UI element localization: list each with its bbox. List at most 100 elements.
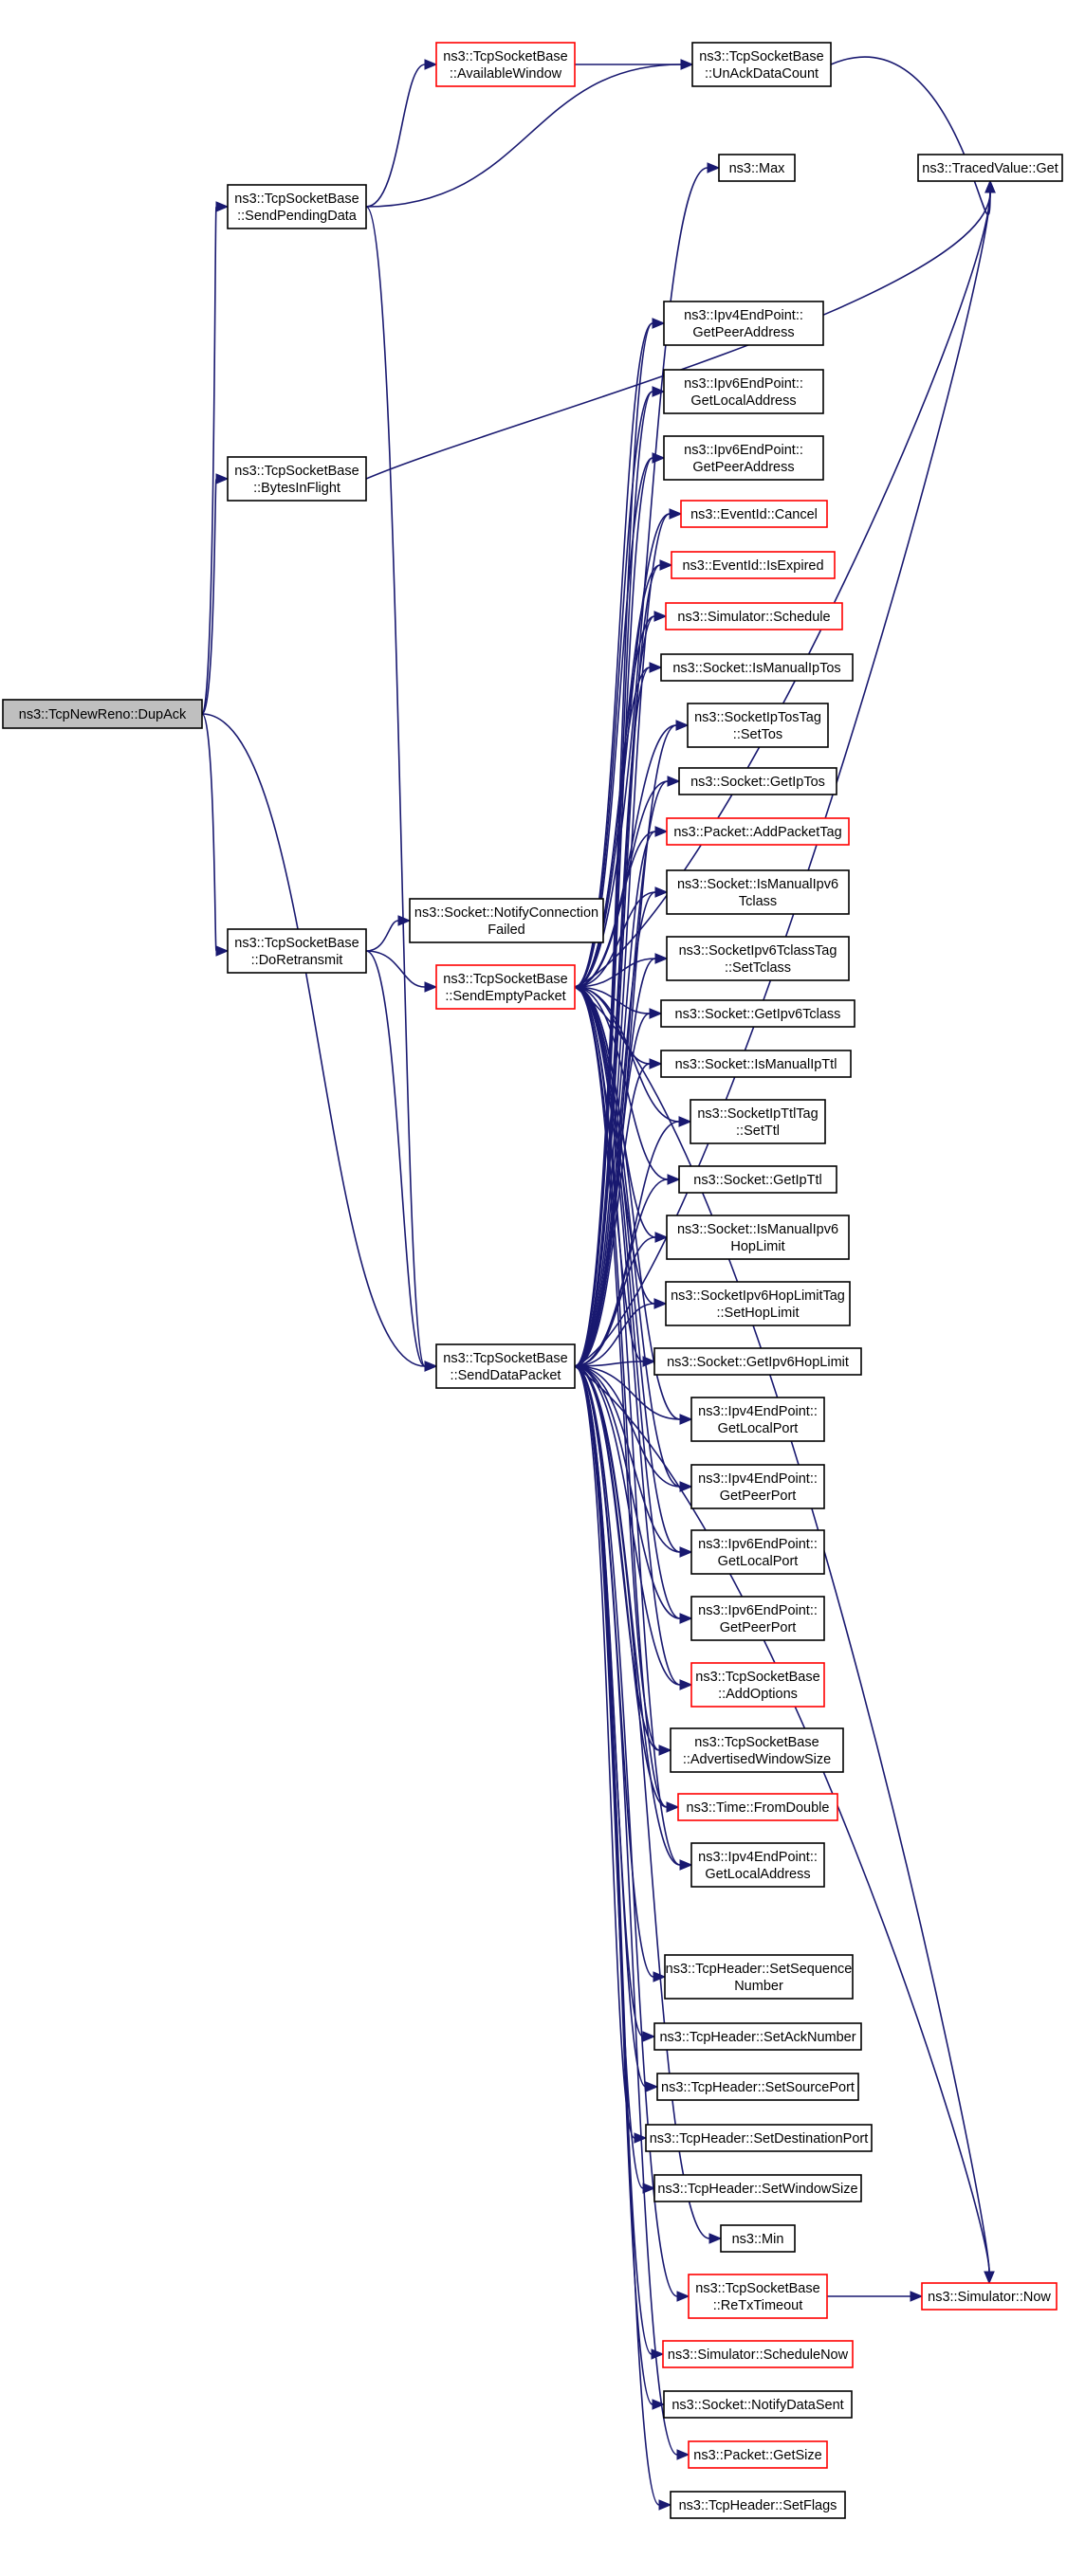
node-availwin[interactable]: ns3::TcpSocketBase::AvailableWindow	[435, 42, 576, 87]
edge-arrowhead	[654, 953, 669, 964]
node-box	[690, 1662, 825, 1708]
node-isexpired[interactable]: ns3::EventId::IsExpired	[671, 551, 836, 579]
node-schedule[interactable]: ns3::Simulator::Schedule	[665, 602, 843, 630]
node-doretransmit[interactable]: ns3::TcpSocketBase::DoRetransmit	[227, 928, 367, 974]
node-dupack[interactable]: ns3::TcpNewReno::DupAck	[2, 699, 203, 729]
node-sendpending[interactable]: ns3::TcpSocketBase::SendPendingData	[227, 184, 367, 229]
node-setflags[interactable]: ns3::TcpHeader::SetFlags	[670, 2491, 846, 2519]
edge-arrowhead	[424, 981, 438, 993]
node-getipttl[interactable]: ns3::Socket::GetIpTtl	[678, 1165, 837, 1194]
node-label: ::SendDataPacket	[451, 1368, 561, 1383]
node-label: ns3::Min	[732, 2232, 784, 2247]
node-getipv6tclass[interactable]: ns3::Socket::GetIpv6Tclass	[660, 999, 855, 1028]
edge-line	[365, 920, 399, 952]
node-ismanualiptos[interactable]: ns3::Socket::IsManualIpTos	[660, 653, 854, 682]
node-addoptions[interactable]: ns3::TcpSocketBase::AddOptions	[690, 1662, 825, 1708]
node-box	[671, 551, 836, 579]
node-notifydatasent[interactable]: ns3::Socket::NotifyDataSent	[663, 2390, 853, 2419]
node-box	[670, 1727, 844, 1773]
edge-senddatapacket-getipv6tclass	[574, 1008, 663, 1367]
node-bytesinflight[interactable]: ns3::TcpSocketBase::BytesInFlight	[227, 456, 367, 502]
node-max[interactable]: ns3::Max	[718, 154, 796, 182]
node-min[interactable]: ns3::Min	[720, 2224, 796, 2253]
node-ipv6localport[interactable]: ns3::Ipv6EndPoint::GetLocalPort	[690, 1529, 825, 1575]
edge-line	[574, 1365, 990, 2273]
edge-line	[574, 322, 653, 988]
edge-line	[574, 1365, 644, 2189]
node-ipv6peer[interactable]: ns3::Ipv6EndPoint::GetPeerAddress	[663, 435, 824, 481]
node-ipttltag[interactable]: ns3::SocketIpTtlTag::SetTtl	[690, 1099, 826, 1144]
edge-arrowhead	[678, 1116, 692, 1127]
node-label: ns3::TcpNewReno::DupAck	[19, 707, 187, 722]
node-ipv6hoptag[interactable]: ns3::SocketIpv6HopLimitTag::SetHopLimit	[665, 1281, 851, 1326]
node-label: ::SendPendingData	[237, 209, 358, 224]
node-label: ns3::Socket::GetIpv6Tclass	[675, 1007, 841, 1022]
edge-senddatapacket-ipv4peerport	[574, 1365, 693, 1492]
node-retxtimeout[interactable]: ns3::TcpSocketBase::ReTxTimeout	[688, 2274, 828, 2319]
node-cancel[interactable]: ns3::EventId::Cancel	[680, 500, 828, 528]
node-senddatapacket[interactable]: ns3::TcpSocketBase::SendDataPacket	[435, 1343, 576, 1389]
edge-sendpending-senddatapacket	[365, 206, 438, 1372]
edge-arrowhead	[652, 386, 666, 397]
node-sendempty[interactable]: ns3::TcpSocketBase::SendEmptyPacket	[435, 964, 576, 1010]
node-unack[interactable]: ns3::TcpSocketBase::UnAckDataCount	[691, 42, 832, 87]
edge-line	[574, 192, 991, 1367]
node-getipv6hop[interactable]: ns3::Socket::GetIpv6HopLimit	[653, 1347, 862, 1376]
node-setack[interactable]: ns3::TcpHeader::SetAckNumber	[653, 2022, 862, 2051]
node-simnow[interactable]: ns3::Simulator::Now	[921, 2282, 1058, 2311]
node-box	[921, 2282, 1058, 2311]
edge-line	[574, 986, 681, 1553]
node-box	[663, 301, 824, 346]
node-getsize[interactable]: ns3::Packet::GetSize	[688, 2440, 828, 2469]
edge-senddatapacket-ismanualipttl	[574, 1058, 663, 1367]
node-ipv4peerport[interactable]: ns3::Ipv4EndPoint::GetPeerPort	[690, 1464, 825, 1509]
edge-arrowhead	[645, 2081, 659, 2092]
edge-arrowhead	[680, 59, 694, 70]
node-ismanualipttl[interactable]: ns3::Socket::IsManualIpTtl	[660, 1050, 852, 1078]
edge-arrowhead	[658, 2499, 672, 2511]
node-label: ns3::Packet::AddPacketTag	[673, 825, 841, 840]
node-ipv6local[interactable]: ns3::Ipv6EndPoint::GetLocalAddress	[663, 369, 824, 414]
node-box	[688, 2274, 828, 2319]
edge-line	[201, 478, 217, 715]
edge-arrowhead	[424, 59, 438, 70]
node-ipv4peer[interactable]: ns3::Ipv4EndPoint::GetPeerAddress	[663, 301, 824, 346]
node-fromdouble[interactable]: ns3::Time::FromDouble	[677, 1793, 838, 1821]
node-setsrcport[interactable]: ns3::TcpHeader::SetSourcePort	[656, 2073, 859, 2101]
node-ipv4localport[interactable]: ns3::Ipv4EndPoint::GetLocalPort	[690, 1397, 825, 1442]
node-label: ns3::TcpSocketBase	[234, 464, 359, 479]
node-getiptos[interactable]: ns3::Socket::GetIpTos	[678, 767, 837, 795]
edge-line	[574, 891, 656, 1367]
node-label: ns3::TcpSocketBase	[443, 972, 567, 987]
edge-arrowhead	[669, 508, 683, 520]
node-setwinsize[interactable]: ns3::TcpHeader::SetWindowSize	[653, 2174, 862, 2202]
node-ipv4localaddr[interactable]: ns3::Ipv4EndPoint::GetLocalAddress	[690, 1842, 825, 1888]
node-label: ::AdvertisedWindowSize	[683, 1752, 831, 1767]
node-ipv6peerport[interactable]: ns3::Ipv6EndPoint::GetPeerPort	[690, 1596, 825, 1641]
edge-arrowhead	[424, 1361, 438, 1372]
node-iptostag[interactable]: ns3::SocketIpTosTag::SetTos	[687, 703, 829, 748]
edge-line	[574, 457, 653, 988]
node-box	[660, 999, 855, 1028]
node-label: ns3::TcpSocketBase	[694, 1735, 819, 1750]
edge-line	[365, 192, 991, 480]
node-advwin[interactable]: ns3::TcpSocketBase::AdvertisedWindowSize	[670, 1727, 844, 1773]
edge-arrowhead	[984, 2271, 995, 2285]
node-ipv6tclasstag[interactable]: ns3::SocketIpv6TclassTag::SetTclass	[666, 936, 850, 981]
node-setdstport[interactable]: ns3::TcpHeader::SetDestinationPort	[645, 2124, 873, 2152]
edge-senddatapacket-getsize	[574, 1365, 690, 2460]
edge-senddatapacket-simnow	[574, 1365, 995, 2285]
node-box	[720, 2224, 796, 2253]
node-label: ns3::SocketIpTosTag	[694, 710, 821, 725]
node-label: ns3::Ipv6EndPoint::	[684, 376, 803, 392]
node-box	[687, 703, 829, 748]
node-addpackettag[interactable]: ns3::Packet::AddPacketTag	[666, 817, 850, 846]
edge-line	[574, 1303, 655, 1367]
node-label: ::SendEmptyPacket	[445, 989, 565, 1004]
node-schedulenow[interactable]: ns3::Simulator::ScheduleNow	[662, 2340, 854, 2368]
node-tracedget[interactable]: ns3::TracedValue::Get	[917, 154, 1063, 182]
